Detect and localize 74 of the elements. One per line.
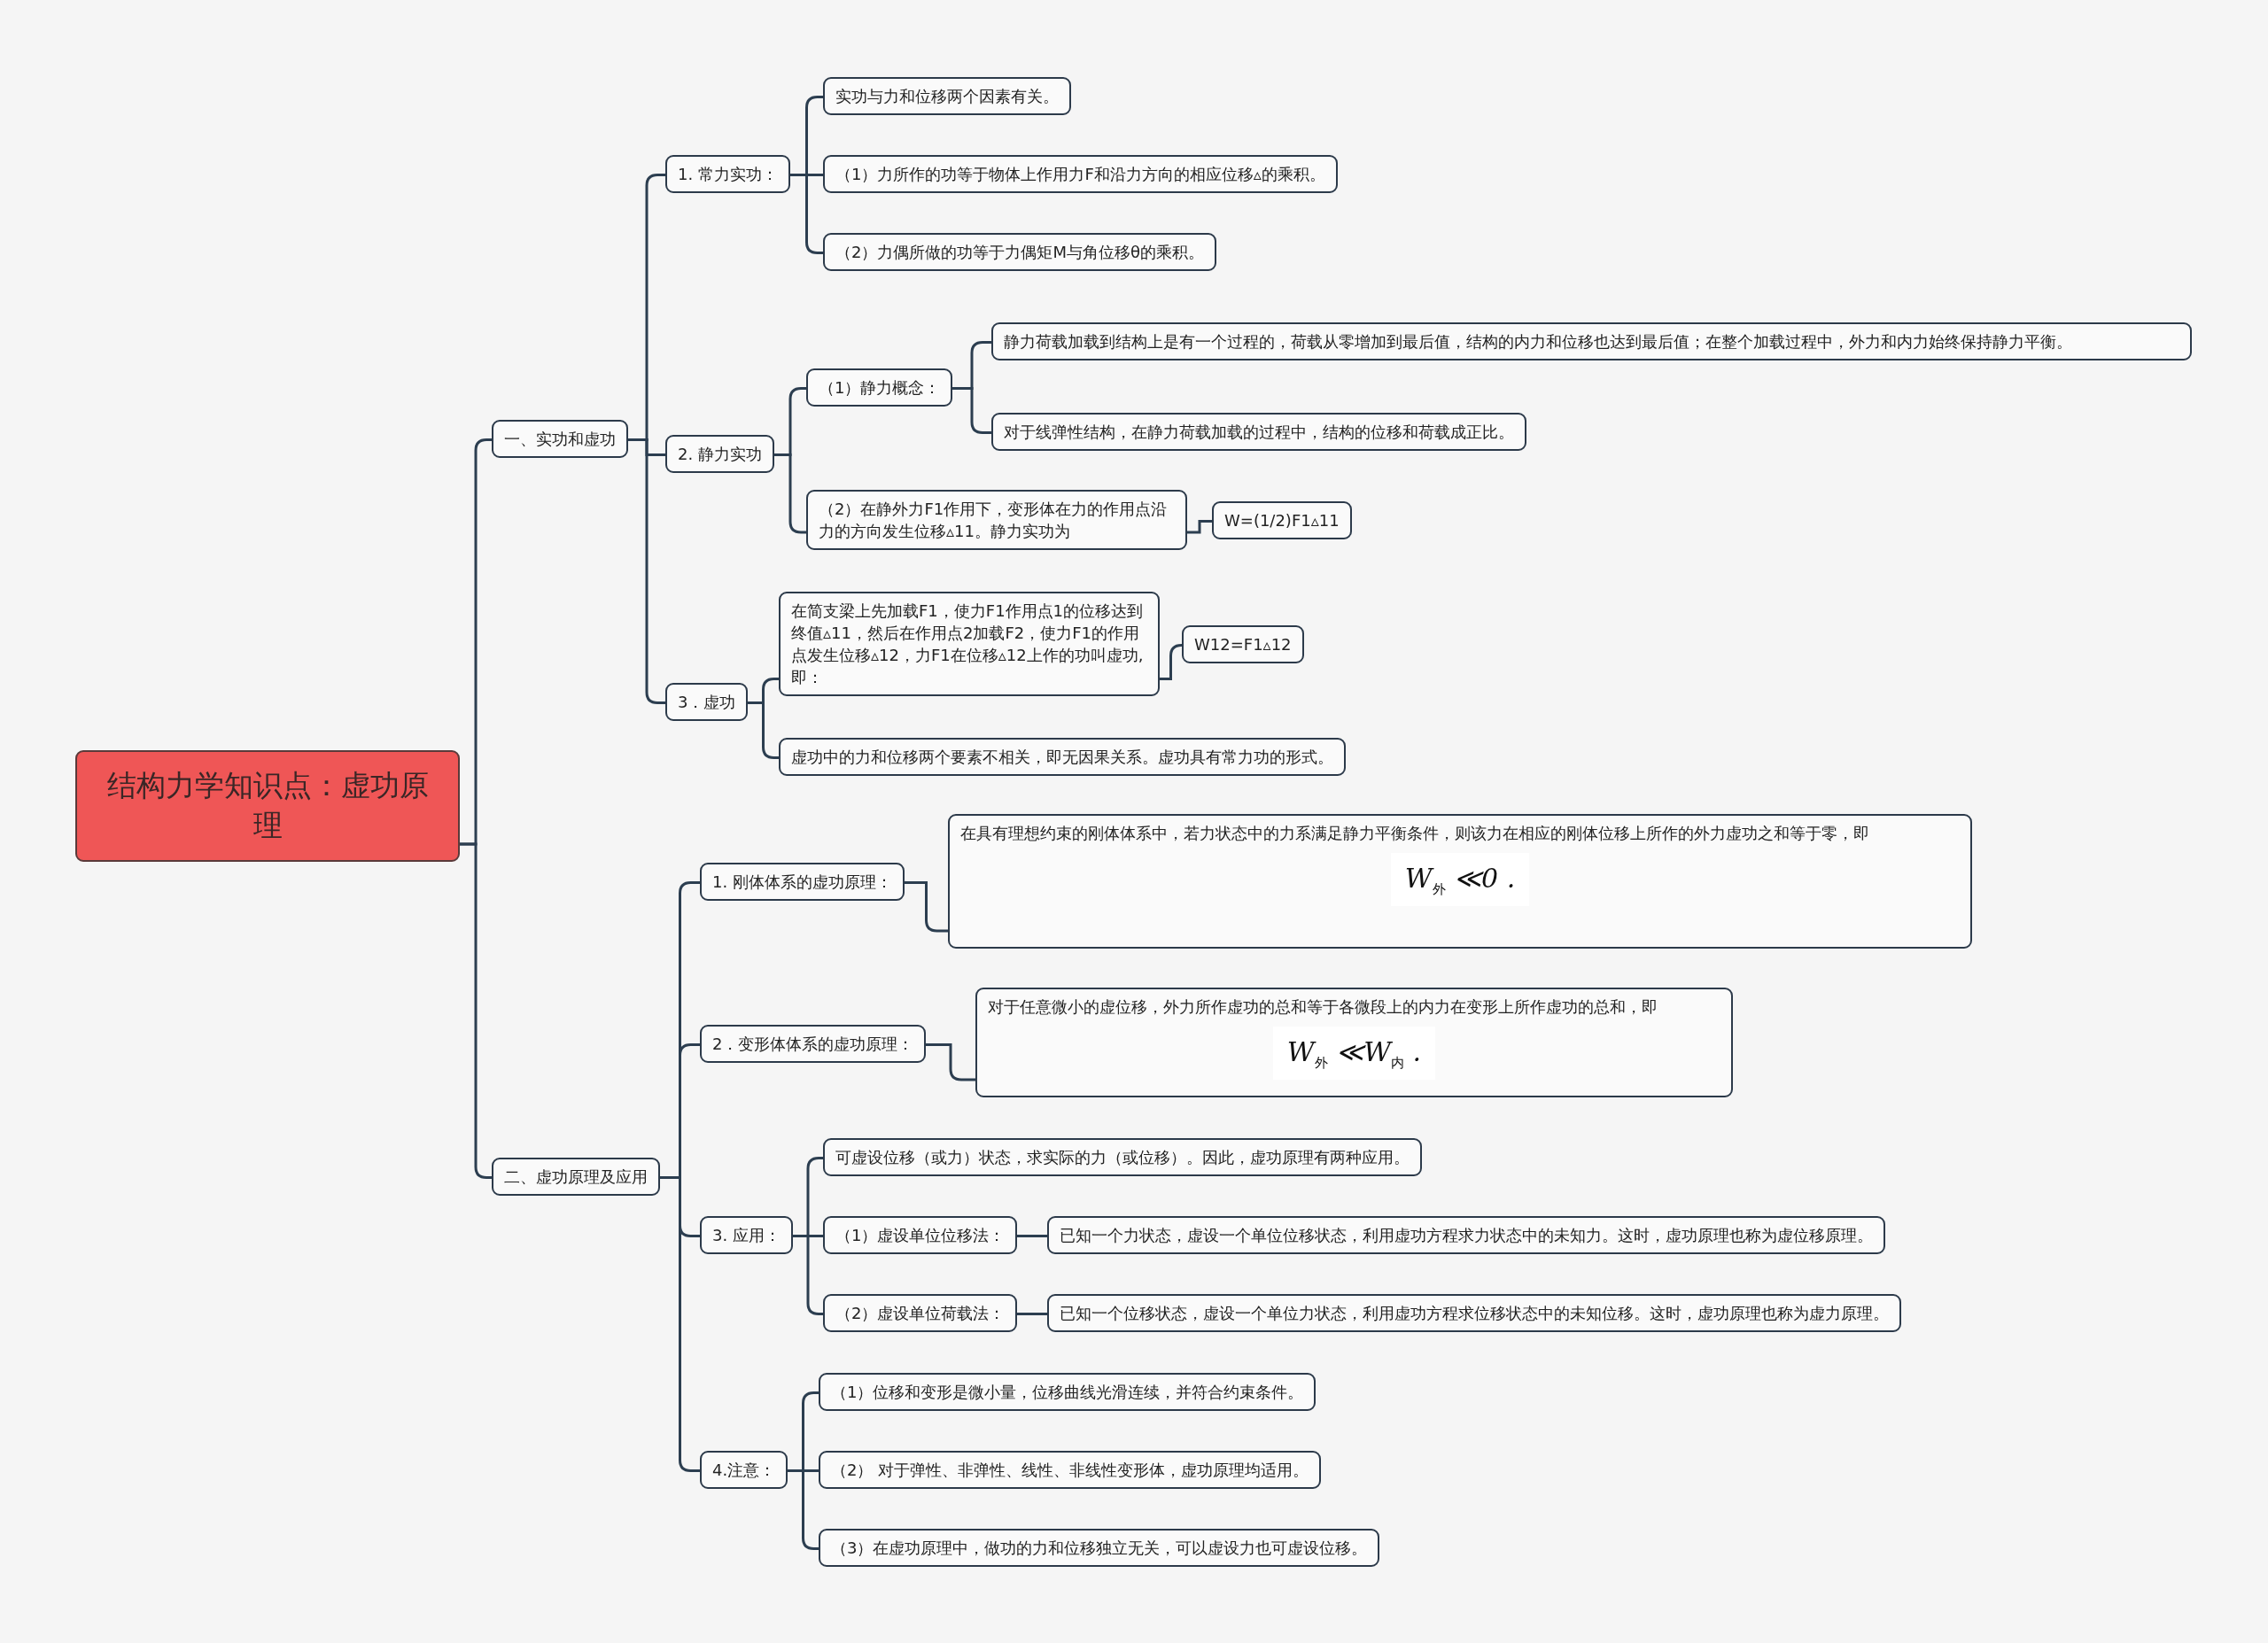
topic-text: （2） 对于弹性、非弹性、线性、非线性变形体，虚功原理均适用。 xyxy=(831,1459,1309,1481)
topic-box xyxy=(492,419,628,458)
topic-text: 二、虚功原理及应用 xyxy=(504,1166,648,1188)
topic-text: 虚功中的力和位移两个要素不相关，即无因果关系。虚功具有常力功的形式。 xyxy=(791,746,1333,768)
topic-box xyxy=(823,154,1338,193)
topic-text: 结构力学知识点：虚功原理 xyxy=(105,767,430,844)
topic-text: 对于线弹性结构，在静力荷载加载的过程中，结构的位移和荷载成正比。 xyxy=(1004,421,1514,443)
topic-box xyxy=(948,814,1972,949)
topic-text: 3. 应用： xyxy=(712,1224,781,1246)
connector-line xyxy=(1017,1313,1047,1315)
topic-box xyxy=(665,682,749,721)
topic-box xyxy=(665,154,790,193)
topic-box xyxy=(806,368,953,407)
topic-text: W=(1/2)F1▵11 xyxy=(1224,509,1340,531)
topic-text: （3）在虚功原理中，做功的力和位移独立无关，可以虚设力也可虚设位移。 xyxy=(831,1537,1368,1559)
topic-text: 可虚设位移（或力）状态，求实际的力（或位移）。因此，虚功原理有两种应用。 xyxy=(835,1146,1410,1168)
topic-text: 2．变形体体系的虚功原理： xyxy=(712,1033,914,1055)
topic-text: （2）在静外力F1作用下，变形体在力的作用点沿力的方向发生位移▵11。静力实功为 xyxy=(819,499,1169,543)
connector-line xyxy=(926,1043,975,1081)
topic-text: 2. 静力实功 xyxy=(678,443,762,465)
topic-box xyxy=(823,1137,1422,1176)
topic-text: （1）虚设单位位移法： xyxy=(835,1224,1006,1246)
topic-box xyxy=(1047,1215,1885,1254)
topic-box xyxy=(991,412,1526,451)
topic-box xyxy=(1182,624,1304,663)
topic-box xyxy=(700,862,905,901)
topic-text: 在简支梁上先加载F1，使力F1作用点1的位移达到终值▵11，然后在作用点2加载F2，使力F1的作用点发生位移▵12，力F1在位移▵12上作的功叫虚功,即： xyxy=(791,600,1145,689)
topic-box xyxy=(806,490,1187,551)
topic-box xyxy=(700,1215,793,1254)
connector-line xyxy=(1160,644,1183,680)
connector-line xyxy=(952,387,991,434)
topic-box xyxy=(1047,1293,1901,1332)
topic-text: 1. 常力实功： xyxy=(678,163,778,185)
topic-text: W12=F1▵12 xyxy=(1194,633,1292,655)
topic-text: 静力荷载加载到结构上是有一个过程的，荷载从零增加到最后值，结构的内力和位移也达到最后值；在整个加载过程中，外力和内力始终保持静力平衡。 xyxy=(1004,330,2073,353)
topic-text: 3．虚功 xyxy=(678,691,736,713)
topic-box xyxy=(823,1293,1018,1332)
topic-box xyxy=(823,1215,1018,1254)
topic-text: 已知一个力状态，虚设一个单位位移状态，利用虚功方程求力状态中的未知力。这时，虚功原理也称为虚位移原理。 xyxy=(1060,1224,1873,1246)
topic-text: （1）静力概念： xyxy=(819,376,941,399)
connector-line xyxy=(628,438,665,704)
topic-text: 实功与力和位移两个因素有关。 xyxy=(835,85,1059,107)
topic-box xyxy=(779,591,1160,697)
topic-box xyxy=(819,1372,1317,1411)
topic-box xyxy=(991,322,2192,360)
connector-line xyxy=(1017,1235,1047,1237)
topic-text: （1）力所作的功等于物体上作用力F和沿力方向的相应位移▵的乘积。 xyxy=(835,163,1325,185)
topic-text: 4.注意： xyxy=(712,1459,776,1481)
topic-text: 1. 刚体体系的虚功原理： xyxy=(712,871,892,893)
topic-box xyxy=(819,1528,1380,1567)
topic-text: 对于任意微小的虚位移，外力所作虚功的总和等于各微段上的内力在变形上所作虚功的总和，即 xyxy=(988,996,1658,1018)
topic-text: （2）力偶所做的功等于力偶矩M与角位移θ的乘积。 xyxy=(835,241,1204,263)
connector-line xyxy=(790,174,823,254)
topic-text: （1）位移和变形是微小量，位移曲线光滑连续，并符合约束条件。 xyxy=(831,1381,1304,1403)
connector-line xyxy=(905,881,948,933)
topic-text: （2）虚设单位荷载法： xyxy=(835,1302,1006,1324)
topic-text: 一、实功和虚功 xyxy=(504,428,616,450)
formula: W$_{外}$ ≪W$_{内}$ . xyxy=(1272,1027,1436,1081)
topic-box xyxy=(823,232,1216,271)
topic-text: 在具有理想约束的刚体体系中，若力状态中的力系满足静力平衡条件，则该力在相应的刚体位移上所作的外力虚功之和等于零，即 xyxy=(960,823,1870,844)
topic-box xyxy=(700,1450,788,1489)
topic-text: 已知一个位移状态，虚设一个单位力状态，利用虚功方程求位移状态中的未知位移。这时，虚功原理也称为虚力原理。 xyxy=(1060,1302,1889,1324)
connector-line xyxy=(460,842,492,1179)
formula: W$_{外}$ ≪0 . xyxy=(1390,853,1530,907)
topic-box xyxy=(975,988,1733,1097)
topic-box xyxy=(819,1450,1322,1489)
central-topic-box xyxy=(75,750,460,862)
topic-box xyxy=(700,1024,927,1063)
topic-box xyxy=(492,1157,660,1196)
topic-box xyxy=(665,434,774,473)
topic-box xyxy=(779,737,1346,776)
connector-line xyxy=(1187,520,1212,534)
topic-box xyxy=(823,76,1071,115)
topic-box xyxy=(1212,500,1352,539)
